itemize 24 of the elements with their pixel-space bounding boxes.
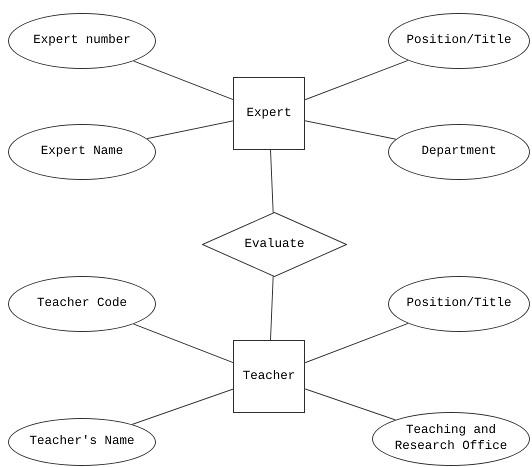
entity-box bbox=[233, 340, 305, 413]
node-label: Department bbox=[420, 144, 498, 160]
node-label: Expert number bbox=[32, 33, 132, 49]
node-label: Teacher bbox=[242, 368, 296, 384]
node-label: Position/Title bbox=[405, 296, 513, 312]
connector-line bbox=[132, 388, 234, 425]
connector-line bbox=[133, 324, 234, 364]
connector-line bbox=[304, 388, 396, 420]
connector-line bbox=[146, 120, 234, 140]
connector-line bbox=[133, 60, 234, 100]
connector-line bbox=[304, 60, 408, 100]
node-label: Position/Title bbox=[405, 33, 513, 49]
node-label: Teaching and Research Office bbox=[394, 423, 508, 455]
node-label: Expert Name bbox=[40, 144, 124, 160]
connector-line bbox=[270, 276, 274, 340]
node-label: Teacher's Name bbox=[28, 434, 136, 450]
connector-line bbox=[304, 120, 396, 140]
connector-line bbox=[304, 322, 408, 364]
node-label: Evaluate bbox=[243, 236, 306, 252]
node-label: Teacher Code bbox=[36, 296, 128, 312]
node-label: Expert bbox=[245, 106, 292, 122]
entity-box bbox=[233, 77, 305, 150]
relationship-diamond bbox=[202, 212, 347, 277]
connector-line bbox=[270, 150, 274, 214]
